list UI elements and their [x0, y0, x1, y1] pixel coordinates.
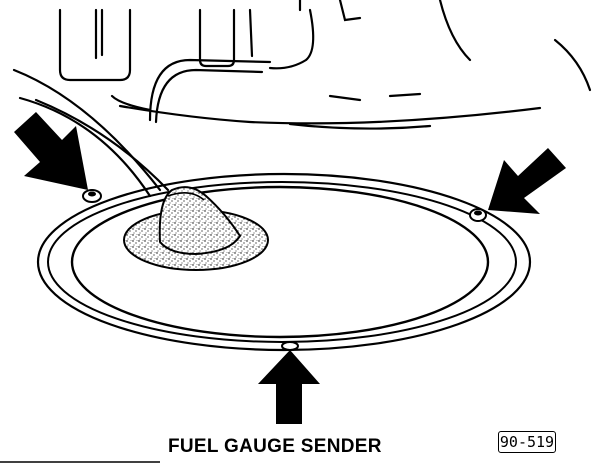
figure-caption: FUEL GAUGE SENDER [168, 436, 382, 457]
fuel-line-hose [12, 68, 170, 198]
mounting-screw-bottom [281, 341, 299, 351]
mounting-screw-right [469, 208, 487, 222]
figure-code: 90-519 [498, 431, 556, 453]
vehicle-body-lines [58, 0, 592, 130]
sender-unit-sealant [123, 186, 269, 271]
arrow-bottom [258, 350, 320, 424]
tank-flange-ring [36, 172, 532, 352]
mounting-screw-left [82, 189, 102, 203]
arrow-upper-right [488, 148, 566, 214]
arrow-upper-left [14, 112, 88, 190]
